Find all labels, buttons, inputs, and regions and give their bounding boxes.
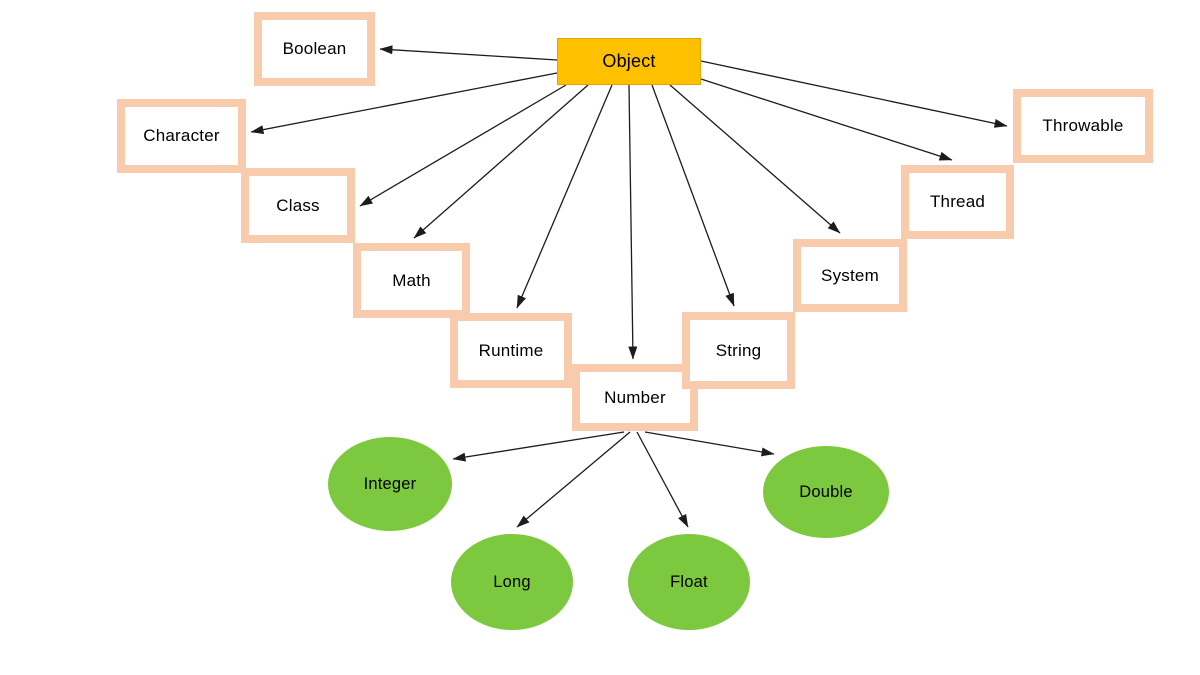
node-object-label: Object	[602, 51, 656, 71]
edge-number-float	[636, 431, 689, 528]
edge-object-throwable	[700, 60, 1008, 128]
node-throwable-label: Throwable	[1042, 116, 1124, 135]
edge-number-integer	[452, 431, 625, 462]
edge-number-long	[516, 431, 631, 528]
node-math-label: Math	[392, 270, 431, 290]
node-throwable: Throwable	[1013, 89, 1153, 163]
edge-object-math	[413, 84, 589, 239]
node-integer-label: Integer	[363, 474, 417, 493]
edge-object-boolean	[379, 45, 558, 61]
node-character: Character	[117, 99, 246, 173]
node-system: System	[793, 239, 907, 312]
node-string: String	[682, 312, 795, 389]
node-integer: Integer	[328, 437, 452, 531]
edge-object-system	[669, 84, 841, 234]
node-double-label: Double	[799, 482, 853, 501]
node-long: Long	[451, 534, 573, 630]
edge-object-string	[651, 84, 735, 307]
node-class: Class	[241, 168, 355, 243]
edge-object-number	[628, 84, 638, 360]
node-runtime: Runtime	[450, 313, 572, 388]
edge-object-runtime	[516, 84, 613, 309]
node-float-label: Float	[670, 572, 708, 591]
node-string-label: String	[715, 340, 762, 360]
node-long-label: Long	[493, 572, 531, 591]
node-boolean: Boolean	[254, 12, 375, 86]
node-double: Double	[763, 446, 889, 538]
edge-object-class	[359, 84, 567, 207]
node-thread-label: Thread	[929, 192, 986, 211]
node-thread: Thread	[901, 165, 1014, 239]
node-class-label: Class	[276, 195, 320, 215]
node-character-label: Character	[143, 126, 220, 145]
node-math: Math	[353, 243, 470, 318]
edge-object-thread	[700, 78, 953, 161]
node-runtime-label: Runtime	[478, 340, 544, 360]
node-float: Float	[628, 534, 750, 630]
node-boolean-label: Boolean	[282, 39, 347, 58]
edge-number-double	[644, 431, 775, 457]
node-number-label: Number	[604, 387, 666, 407]
node-object: Object	[557, 38, 701, 85]
node-system-label: System	[821, 265, 879, 285]
node-number: Number	[572, 364, 698, 431]
